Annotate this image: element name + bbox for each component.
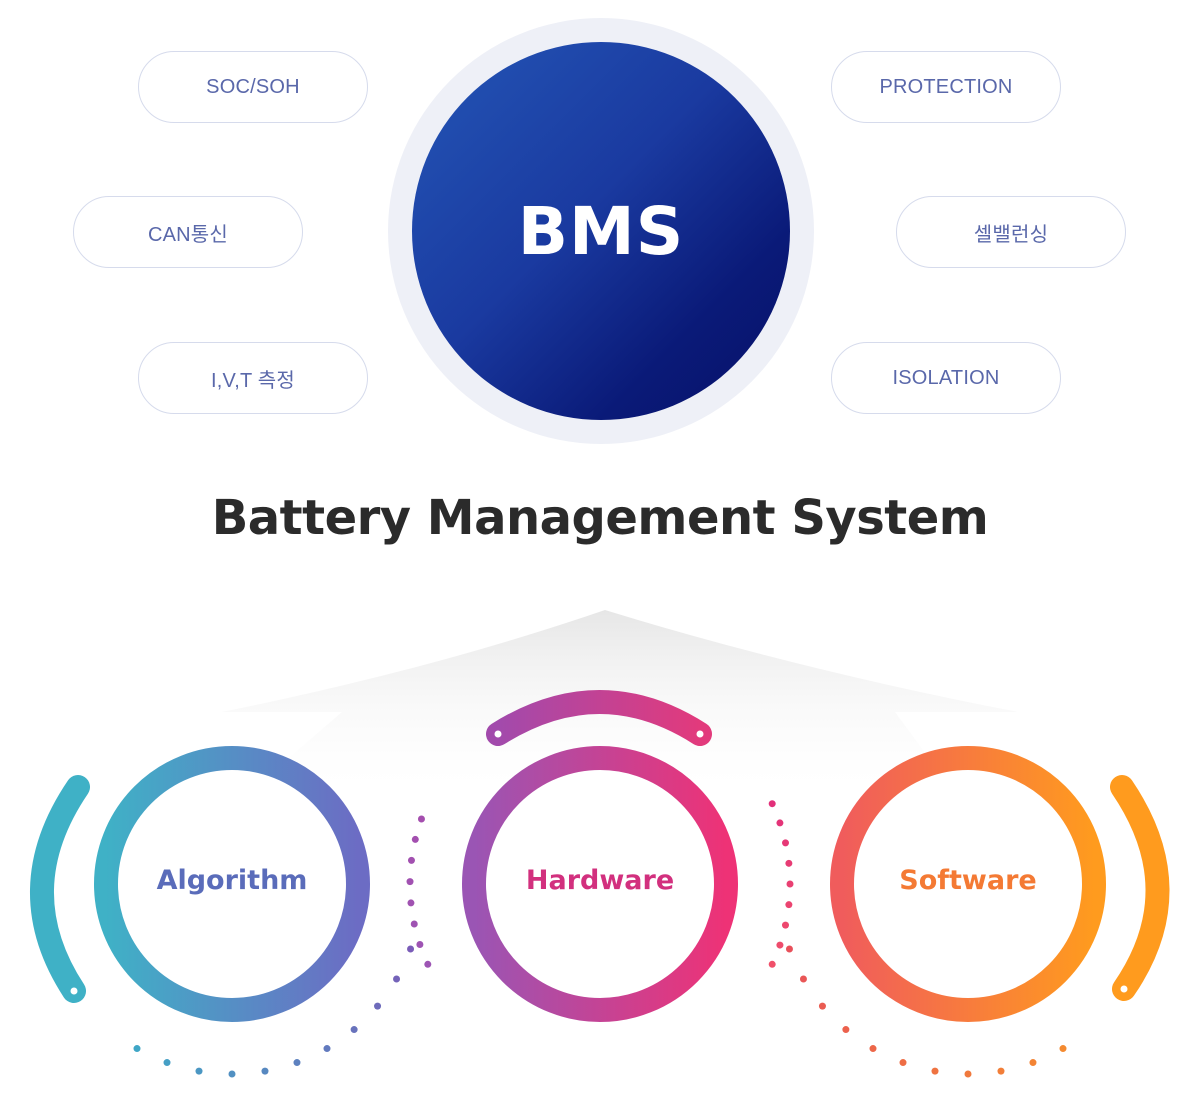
guide-dot [374, 1002, 382, 1010]
feature-label: 셀밸런싱 [973, 223, 1049, 246]
feature-can: CAN통신 [73, 196, 303, 268]
feature-cell-balancing: 셀밸런싱 [896, 196, 1126, 268]
algorithm-ring [94, 746, 370, 1022]
guide-dot [768, 960, 776, 968]
algorithm-outer-arc [30, 775, 90, 1003]
arc-end-dot [696, 730, 704, 738]
guide-dot [406, 878, 414, 886]
feature-label: PROTECTION [879, 75, 1013, 98]
algorithm-label: Algorithm [156, 865, 308, 896]
arc-end-dot [70, 987, 78, 995]
guide-dot [931, 1067, 939, 1075]
guide-dot [410, 920, 418, 928]
software-label: Software [899, 865, 1037, 896]
guide-dot [407, 899, 415, 907]
guide-dot [785, 859, 793, 867]
guide-dot [785, 901, 793, 909]
guide-dot [261, 1067, 269, 1075]
guide-dot [407, 945, 415, 953]
feature-protection: PROTECTION [831, 51, 1061, 123]
guide-dot [424, 960, 432, 968]
guide-dot [416, 941, 424, 949]
guide-dot [133, 1045, 141, 1053]
bms-label: BMS [517, 192, 685, 270]
guide-dot [195, 1067, 203, 1075]
hardware-outer-arc [486, 690, 712, 746]
arc-end-dot [494, 730, 502, 738]
guide-dot [393, 975, 401, 983]
arc-end-dot [1120, 985, 1128, 993]
guide-dot [1059, 1045, 1067, 1053]
feature-ivt: I,V,T 측정 [138, 342, 368, 414]
guide-dot [293, 1059, 301, 1067]
software-ring [830, 746, 1106, 1022]
guide-dot [781, 921, 789, 929]
guide-dot [323, 1045, 331, 1053]
guide-dot [163, 1059, 171, 1067]
feature-label: SOC/SOH [206, 75, 300, 98]
diagram-title: Battery Management System [211, 490, 989, 546]
guide-dot [818, 1002, 826, 1010]
guide-dot [842, 1026, 850, 1034]
guide-dot [407, 856, 415, 864]
guide-dot [869, 1045, 877, 1053]
feature-isolation: ISOLATION [831, 342, 1061, 414]
guide-dot [899, 1059, 907, 1067]
guide-dot [776, 941, 784, 949]
guide-dot [964, 1070, 972, 1078]
hardware-label: Hardware [525, 865, 675, 896]
guide-dot [768, 800, 776, 808]
feature-soc-soh: SOC/SOH [138, 51, 368, 123]
feature-label: ISOLATION [892, 366, 1000, 389]
guide-dot [781, 839, 789, 847]
guide-dot [776, 819, 784, 827]
guide-dot [786, 880, 794, 888]
feature-label: CAN통신 [147, 223, 229, 246]
hardware-ring [462, 746, 738, 1022]
feature-label: I,V,T 측정 [211, 369, 295, 392]
guide-dot [1029, 1059, 1037, 1067]
guide-dot [997, 1067, 1005, 1075]
guide-dot [411, 835, 419, 843]
dotted-guides [133, 800, 1067, 1078]
guide-dot [785, 945, 793, 953]
bms-circle: BMS [412, 42, 790, 420]
guide-dot [417, 815, 425, 823]
guide-dot [228, 1070, 236, 1078]
guide-dot [350, 1026, 358, 1034]
software-outer-arc [1110, 775, 1170, 1001]
guide-dot [799, 975, 807, 983]
